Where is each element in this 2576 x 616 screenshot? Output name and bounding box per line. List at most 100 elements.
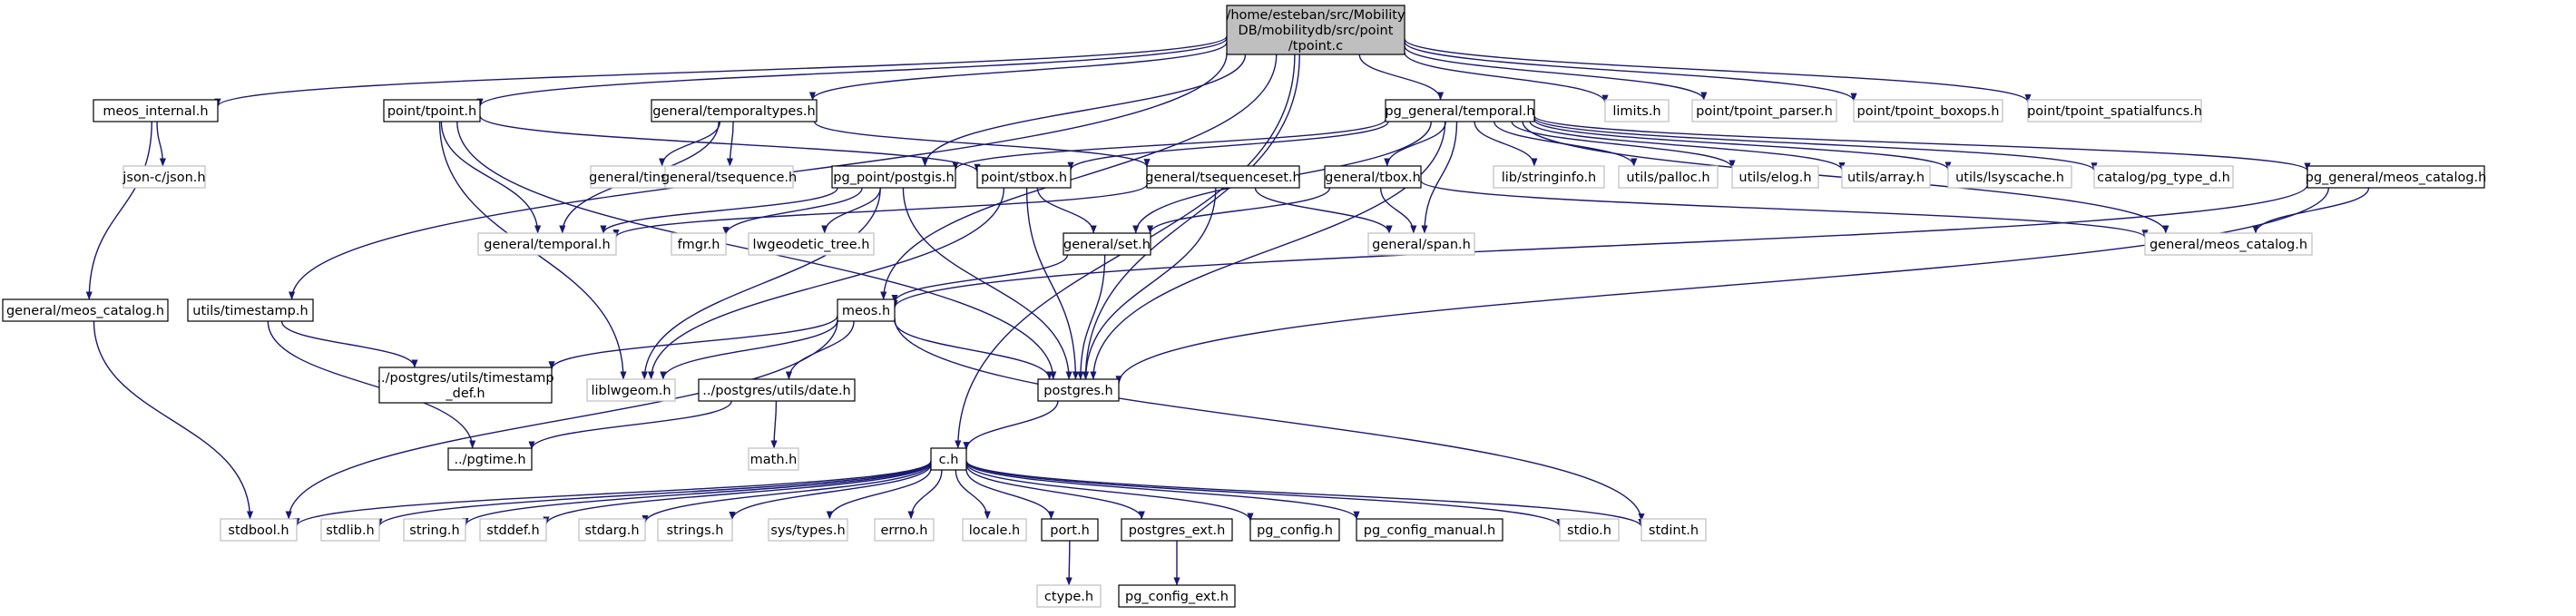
edge-pg_general_temporal-to-lib_stringinfo bbox=[1474, 121, 1538, 167]
node-errno[interactable]: errno.h bbox=[874, 518, 935, 542]
node-locale[interactable]: locale.h bbox=[962, 518, 1027, 542]
node-label-stdint: stdint.h bbox=[1649, 523, 1699, 538]
node-sys_types[interactable]: sys/types.h bbox=[768, 518, 848, 542]
node-label-utils_lsyscache: utils/lsyscache.h bbox=[1955, 171, 2064, 185]
node-general_tsequenceset[interactable]: general/tsequenceset.h bbox=[1145, 165, 1301, 189]
node-label-general_temporal: general/temporal.h bbox=[484, 238, 610, 252]
node-label-stdarg: stdarg.h bbox=[584, 523, 639, 538]
edge-c_h-to-pg_config_manual bbox=[965, 461, 1360, 520]
edge-general_temporaltypes-to-general_tsequence bbox=[726, 121, 734, 167]
node-box-postgres bbox=[1037, 378, 1120, 402]
node-strings[interactable]: strings.h bbox=[657, 518, 733, 542]
node-pg_point_postgis[interactable]: pg_point/postgis.h bbox=[831, 165, 956, 189]
node-meos_internal[interactable]: meos_internal.h bbox=[93, 99, 219, 122]
node-label-utils_timestamp: utils/timestamp.h bbox=[192, 304, 308, 318]
node-limits[interactable]: limits.h bbox=[1604, 99, 1670, 122]
node-pg_config_manual[interactable]: pg_config_manual.h bbox=[1356, 518, 1503, 542]
edge-general_set-to-postgres bbox=[1077, 254, 1106, 380]
node-label-postgres: postgres.h bbox=[1043, 384, 1112, 398]
node-label-json: json-c/json.h bbox=[122, 171, 205, 185]
node-label-lwgeodetic_tree: lwgeodetic_tree.h bbox=[753, 238, 870, 252]
edge-root-to-pg_point_postgis bbox=[921, 54, 1247, 167]
node-utils_palloc[interactable]: utils/palloc.h bbox=[1618, 165, 1719, 189]
edge-pg_point_postgis-to-general_temporal bbox=[600, 187, 838, 234]
node-root: /home/esteban/src/MobilityDB/mobilitydb/… bbox=[1226, 5, 1406, 55]
node-label-general_span: general/span.h bbox=[1372, 238, 1471, 252]
node-ctype[interactable]: ctype.h bbox=[1036, 584, 1102, 608]
edge-pg_general_temporal-to-utils_lsyscache bbox=[1533, 119, 1952, 171]
node-c_h[interactable]: c.h bbox=[930, 447, 967, 471]
node-box-lwgeodetic_tree bbox=[748, 232, 875, 256]
node-stdbool[interactable]: stdbool.h bbox=[220, 518, 298, 542]
node-box-sys_types bbox=[768, 518, 848, 542]
node-pgtime[interactable]: ../pgtime.h bbox=[447, 447, 533, 471]
node-point_tpoint_spatialfuncs[interactable]: point/tpoint_spatialfuncs.h bbox=[2027, 99, 2202, 122]
node-liblwgeom[interactable]: liblwgeom.h bbox=[586, 378, 676, 402]
node-gen_meos_cat_right[interactable]: general/meos_catalog.h bbox=[2144, 232, 2313, 256]
node-json[interactable]: json-c/json.h bbox=[122, 165, 206, 189]
node-fmgr[interactable]: fmgr.h bbox=[671, 232, 727, 256]
node-stddef[interactable]: stddef.h bbox=[479, 518, 547, 542]
edge-pg_general_temporal-to-general_span bbox=[1421, 121, 1458, 234]
node-box-stddef bbox=[479, 518, 547, 542]
node-box-stdarg bbox=[578, 518, 646, 542]
node-box-pgtime bbox=[447, 447, 533, 471]
node-general_temporal[interactable]: general/temporal.h bbox=[477, 232, 617, 256]
edge-c_h-to-stdint bbox=[965, 460, 1645, 527]
node-general_tbox[interactable]: general/tbox.h bbox=[1324, 165, 1422, 189]
node-general_set[interactable]: general/set.h bbox=[1063, 232, 1151, 256]
node-point_tpoint_boxops[interactable]: point/tpoint_boxops.h bbox=[1853, 99, 2003, 122]
node-stdio[interactable]: stdio.h bbox=[1559, 518, 1620, 542]
node-pg_date[interactable]: ../postgres/utils/date.h bbox=[698, 378, 856, 402]
node-stdarg[interactable]: stdarg.h bbox=[578, 518, 646, 542]
node-general_span[interactable]: general/span.h bbox=[1367, 232, 1475, 256]
node-postgres[interactable]: postgres.h bbox=[1037, 378, 1120, 402]
node-label-string: string.h bbox=[409, 523, 459, 538]
edge-general_tbox-to-general_span bbox=[1379, 187, 1417, 234]
node-pg_config[interactable]: pg_config.h bbox=[1249, 518, 1340, 542]
node-pg_timestamp_def[interactable]: ../postgres/utils/timestamp_def.h bbox=[377, 367, 554, 404]
node-utils_array[interactable]: utils/array.h bbox=[1841, 165, 1931, 189]
node-pg_config_ext[interactable]: pg_config_ext.h bbox=[1118, 584, 1236, 608]
node-stdlib[interactable]: stdlib.h bbox=[320, 518, 380, 542]
node-utils_timestamp[interactable]: utils/timestamp.h bbox=[187, 298, 314, 322]
node-gen_meos_cat_left[interactable]: general/meos_catalog.h bbox=[2, 298, 169, 322]
node-meos[interactable]: meos.h bbox=[837, 298, 896, 322]
edge-c_h-to-stdio bbox=[965, 460, 1563, 527]
node-label-pg_config_ext: pg_config_ext.h bbox=[1125, 590, 1229, 604]
edge-general_tbox-to-gen_meos_cat_right bbox=[1420, 180, 2149, 239]
node-port[interactable]: port.h bbox=[1041, 518, 1099, 542]
node-box-general_span bbox=[1367, 232, 1475, 256]
node-label-utils_elog: utils/elog.h bbox=[1739, 171, 1811, 185]
node-lwgeodetic_tree[interactable]: lwgeodetic_tree.h bbox=[748, 232, 875, 256]
edge-general_tsequenceset-to-postgres bbox=[1082, 187, 1217, 380]
node-stdint[interactable]: stdint.h bbox=[1641, 518, 1707, 542]
node-point_stbox[interactable]: point/stbox.h bbox=[976, 165, 1072, 189]
node-box-math bbox=[748, 447, 799, 471]
node-general_temporaltypes[interactable]: general/temporaltypes.h bbox=[651, 99, 818, 122]
edge-meos_internal-to-json bbox=[156, 121, 167, 167]
edge-point_stbox-to-general_set bbox=[1036, 187, 1097, 234]
node-utils_elog[interactable]: utils/elog.h bbox=[1731, 165, 1819, 189]
node-math[interactable]: math.h bbox=[748, 447, 799, 471]
node-general_tsequence[interactable]: general/tsequence.h bbox=[661, 165, 797, 189]
node-point_tpoint_parser[interactable]: point/tpoint_parser.h bbox=[1691, 99, 1837, 122]
node-lib_stringinfo[interactable]: lib/stringinfo.h bbox=[1493, 165, 1605, 189]
node-pg_general_meos_catalog[interactable]: pg_general/meos_catalog.h bbox=[2306, 165, 2487, 189]
node-string[interactable]: string.h bbox=[403, 518, 466, 542]
node-box-root bbox=[1226, 5, 1406, 55]
node-label-point_tpoint_spatialfuncs: point/tpoint_spatialfuncs.h bbox=[2027, 104, 2202, 119]
edge-c_h-to-sys_types bbox=[826, 467, 932, 520]
edge-postgres-to-c_h bbox=[963, 400, 1059, 451]
edge-general_set-to-meos bbox=[891, 254, 1069, 303]
node-box-pg_config_ext bbox=[1118, 584, 1236, 608]
node-box-port bbox=[1041, 518, 1099, 542]
node-utils_lsyscache[interactable]: utils/lsyscache.h bbox=[1947, 165, 2072, 189]
node-box-pg_general_meos_catalog bbox=[2307, 165, 2485, 189]
node-label-stdio: stdio.h bbox=[1567, 523, 1611, 538]
node-point_tpoint[interactable]: point/tpoint.h bbox=[383, 99, 481, 122]
node-postgres_ext[interactable]: postgres_ext.h bbox=[1121, 518, 1233, 542]
node-pg_general_temporal[interactable]: pg_general/temporal.h bbox=[1385, 99, 1535, 122]
node-catalog_pg_type_d[interactable]: catalog/pg_type_d.h bbox=[2093, 165, 2234, 189]
node-label-pg_general_meos_catalog: pg_general/meos_catalog.h bbox=[2306, 171, 2487, 185]
